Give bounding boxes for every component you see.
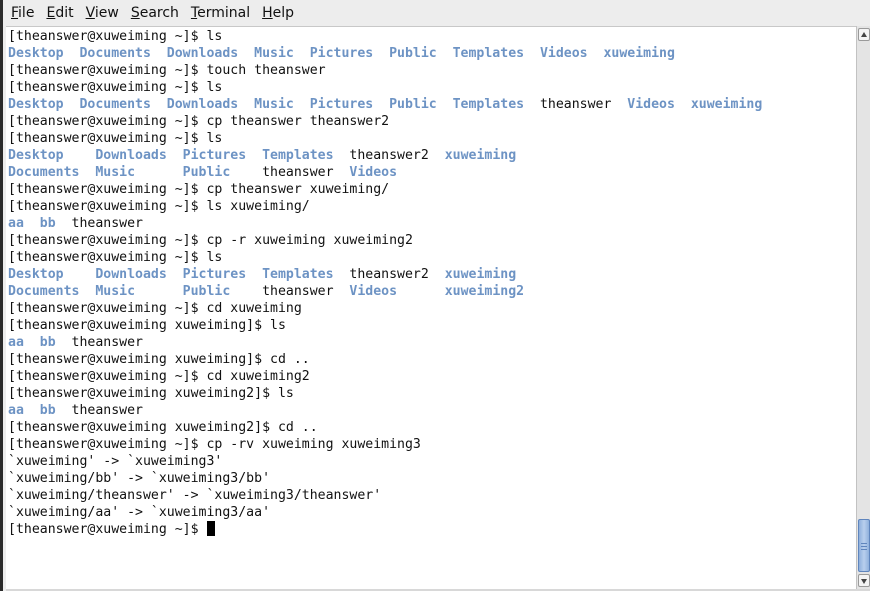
window-bottom-edge <box>6 589 870 591</box>
terminal-text: `xuweiming/bb' -> `xuweiming3/bb' <box>8 471 271 486</box>
terminal-text: theanswer <box>262 165 334 180</box>
terminal-line: [theanswer@xuweiming xuweiming2]$ cd .. <box>8 419 762 436</box>
terminal-lines: [theanswer@xuweiming ~]$ ls Desktop Docum… <box>8 28 762 538</box>
terminal-text: theanswer <box>71 335 143 350</box>
directory-listing: aa bb <box>8 403 72 418</box>
grip-line <box>861 549 867 550</box>
directory-listing: Videos <box>333 165 398 180</box>
terminal-line: [theanswer@xuweiming ~]$ cd xuweiming2 <box>8 368 762 385</box>
terminal-line: Desktop Downloads Pictures Templates the… <box>8 147 762 164</box>
terminal-line: [theanswer@xuweiming ~]$ cp -r xuweiming… <box>8 232 762 249</box>
terminal-text: [theanswer@xuweiming ~]$ cd xuweiming <box>8 301 302 316</box>
terminal-line: aa bb theanswer <box>8 334 762 351</box>
arrow-down-icon[interactable] <box>858 574 870 587</box>
vertical-scrollbar[interactable] <box>856 26 870 589</box>
terminal-line: [theanswer@xuweiming ~]$ ls <box>8 79 762 96</box>
terminal-text: [theanswer@xuweiming ~]$ cd xuweiming2 <box>8 369 310 384</box>
terminal-text: [theanswer@xuweiming ~]$ cp theanswer th… <box>8 114 390 129</box>
terminal-text: [theanswer@xuweiming ~]$ ls <box>8 250 223 265</box>
directory-listing: xuweiming <box>428 267 517 282</box>
terminal-line: [theanswer@xuweiming xuweiming2]$ ls <box>8 385 762 402</box>
terminal-line: Documents Music Public theanswer Videos … <box>8 283 762 300</box>
menu-terminal[interactable]: Terminal <box>190 5 251 21</box>
terminal-line: `xuweiming/aa' -> `xuweiming3/aa' <box>8 504 762 521</box>
terminal-text: [theanswer@xuweiming ~]$ ls xuweiming/ <box>8 199 310 214</box>
terminal-text: [theanswer@xuweiming xuweiming]$ cd .. <box>8 352 310 367</box>
terminal-line: [theanswer@xuweiming xuweiming]$ ls <box>8 317 762 334</box>
terminal-line: [theanswer@xuweiming ~]$ cd xuweiming <box>8 300 762 317</box>
menu-help[interactable]: Help <box>262 5 295 21</box>
terminal-line: `xuweiming/theanswer' -> `xuweiming3/the… <box>8 487 762 504</box>
directory-listing: aa bb <box>8 216 72 231</box>
terminal-text: theanswer <box>71 403 143 418</box>
menu-edit[interactable]: Edit <box>46 5 74 21</box>
directory-listing: Videos xuweiming <box>611 97 763 112</box>
terminal-text: [theanswer@xuweiming ~]$ cp theanswer xu… <box>8 182 390 197</box>
directory-listing: Desktop Downloads Pictures Templates <box>8 267 350 282</box>
terminal-text: theanswer <box>539 97 612 112</box>
terminal-line: Documents Music Public theanswer Videos <box>8 164 762 181</box>
text-cursor <box>206 521 215 536</box>
terminal-line: Desktop Documents Downloads Music Pictur… <box>8 45 762 62</box>
directory-listing: aa bb <box>8 335 72 350</box>
arrow-up-icon[interactable] <box>858 28 870 41</box>
grip-line <box>861 546 867 547</box>
terminal-line: [theanswer@xuweiming xuweiming]$ cd .. <box>8 351 762 368</box>
directory-listing: Desktop Documents Downloads Music Pictur… <box>8 97 540 112</box>
scrollbar-thumb[interactable] <box>858 519 870 572</box>
terminal-line: [theanswer@xuweiming ~]$ cp theanswer xu… <box>8 181 762 198</box>
terminal-line: [theanswer@xuweiming ~]$ ls <box>8 28 762 45</box>
directory-listing: Videos xuweiming2 <box>333 284 525 299</box>
terminal-text: theanswer <box>262 284 334 299</box>
terminal-line: `xuweiming' -> `xuweiming3' <box>8 453 762 470</box>
terminal-text: [theanswer@xuweiming xuweiming]$ ls <box>8 318 286 333</box>
terminal-output[interactable]: [theanswer@xuweiming ~]$ ls Desktop Docum… <box>6 26 856 589</box>
menu-view[interactable]: View <box>85 5 119 21</box>
terminal-text: theanswer <box>71 216 143 231</box>
terminal-line: Desktop Documents Downloads Music Pictur… <box>8 96 762 113</box>
terminal-line: [theanswer@xuweiming ~]$ ls <box>8 130 762 147</box>
terminal-line: [theanswer@xuweiming ~]$ cp -rv xuweimin… <box>8 436 762 453</box>
terminal-text: [theanswer@xuweiming ~]$ ls <box>8 131 223 146</box>
terminal-text: [theanswer@xuweiming ~]$ touch theanswer <box>8 63 326 78</box>
menu-file[interactable]: File <box>11 5 35 21</box>
grip-line <box>861 543 867 544</box>
terminal-text: [theanswer@xuweiming ~]$ cp -r xuweiming… <box>8 233 413 248</box>
terminal-line: [theanswer@xuweiming ~]$ cp theanswer th… <box>8 113 762 130</box>
terminal-text: [theanswer@xuweiming xuweiming2]$ ls <box>8 386 294 401</box>
terminal-line: [theanswer@xuweiming ~]$ touch theanswer <box>8 62 762 79</box>
terminal-text: `xuweiming/theanswer' -> `xuweiming3/the… <box>8 488 382 503</box>
terminal-text: theanswer2 <box>349 267 429 282</box>
terminal-text: [theanswer@xuweiming ~]$ ls <box>8 80 223 95</box>
directory-listing: Documents Music Public <box>8 165 263 180</box>
terminal-line: Desktop Downloads Pictures Templates the… <box>8 266 762 283</box>
prompt-line[interactable]: [theanswer@xuweiming ~]$ <box>8 521 762 538</box>
terminal-line: [theanswer@xuweiming ~]$ ls <box>8 249 762 266</box>
directory-listing: Desktop Documents Downloads Music Pictur… <box>8 46 675 61</box>
terminal-text: theanswer2 <box>349 148 429 163</box>
directory-listing: Documents Music Public <box>8 284 263 299</box>
directory-listing: Desktop Downloads Pictures Templates <box>8 148 350 163</box>
terminal-text: [theanswer@xuweiming xuweiming2]$ cd .. <box>8 420 318 435</box>
terminal-text: `xuweiming/aa' -> `xuweiming3/aa' <box>8 505 271 520</box>
terminal-text: [theanswer@xuweiming ~]$ cp -rv xuweimin… <box>8 437 421 452</box>
terminal-line: [theanswer@xuweiming ~]$ ls xuweiming/ <box>8 198 762 215</box>
directory-listing: xuweiming <box>428 148 517 163</box>
prompt: [theanswer@xuweiming ~]$ <box>8 522 207 537</box>
terminal-line: aa bb theanswer <box>8 215 762 232</box>
terminal-text: [theanswer@xuweiming ~]$ ls <box>8 29 223 44</box>
menu-search[interactable]: Search <box>130 5 179 21</box>
terminal-line: aa bb theanswer <box>8 402 762 419</box>
terminal-line: `xuweiming/bb' -> `xuweiming3/bb' <box>8 470 762 487</box>
menu-bar: File Edit View Search Terminal Help <box>6 0 870 26</box>
terminal-text: `xuweiming' -> `xuweiming3' <box>8 454 223 469</box>
